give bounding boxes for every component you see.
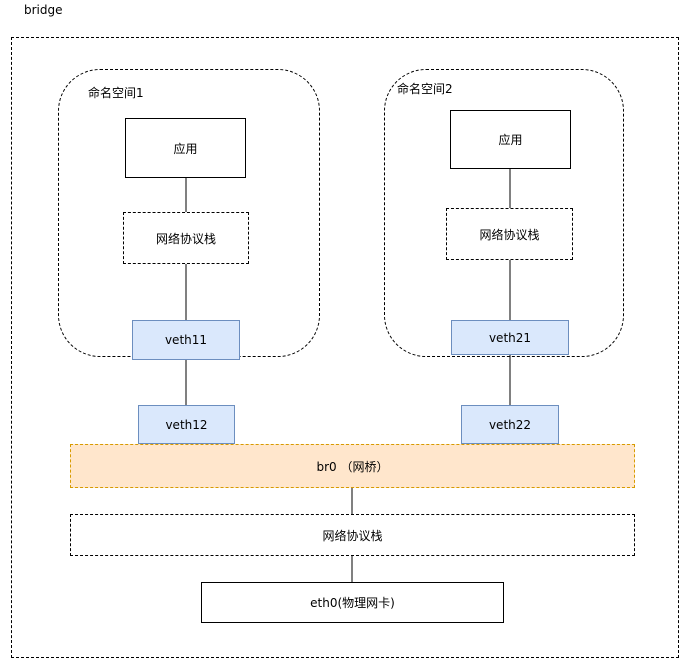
- namespace-2-container: [384, 69, 624, 357]
- veth12-box: veth12: [138, 405, 235, 444]
- host-stack-box: 网络协议栈: [70, 514, 635, 556]
- namespace-1-label: 命名空间1: [88, 86, 144, 100]
- stack-box-2: 网络协议栈: [446, 208, 573, 260]
- veth22-box: veth22: [461, 405, 559, 444]
- diagram-title: bridge: [24, 3, 63, 17]
- stack-box-1: 网络协议栈: [123, 212, 249, 264]
- veth11-box: veth11: [132, 320, 240, 360]
- app-box-1: 应用: [125, 118, 246, 178]
- namespace-2-label: 命名空间2: [397, 82, 453, 96]
- host-container: [11, 37, 679, 658]
- app-box-2: 应用: [450, 110, 571, 169]
- bridge-br0-box: br0 （网桥）: [70, 444, 635, 488]
- veth21-box: veth21: [451, 320, 569, 355]
- eth0-box: eth0(物理网卡): [201, 582, 504, 623]
